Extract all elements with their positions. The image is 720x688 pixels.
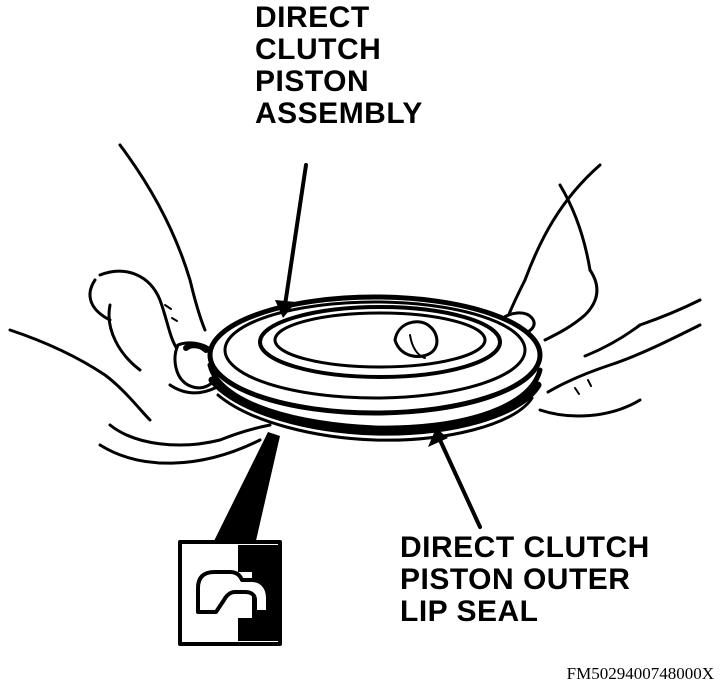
seal-cross-section-icon	[178, 540, 282, 646]
label-line: LIP SEAL	[400, 595, 539, 628]
label-piston-assembly: DIRECT CLUTCH PISTON ASSEMBLY	[255, 2, 423, 130]
pointer-line-seal	[438, 438, 482, 529]
label-line: CLUTCH	[255, 33, 382, 66]
left-hand-icon	[8, 143, 272, 465]
label-line: DIRECT CLUTCH	[400, 531, 650, 564]
pointer-line-assembly	[283, 163, 308, 307]
label-line: PISTON OUTER	[400, 563, 631, 596]
label-outer-lip-seal: DIRECT CLUTCH PISTON OUTER LIP SEAL	[400, 532, 650, 628]
label-line: ASSEMBLY	[255, 97, 423, 130]
label-line: DIRECT	[255, 1, 370, 34]
label-line: PISTON	[255, 65, 370, 98]
piston-ring-icon	[207, 294, 543, 442]
right-hand-icon	[498, 163, 702, 418]
detail-wedge	[212, 432, 280, 545]
figure-code: FM5029400748000X	[566, 664, 714, 683]
